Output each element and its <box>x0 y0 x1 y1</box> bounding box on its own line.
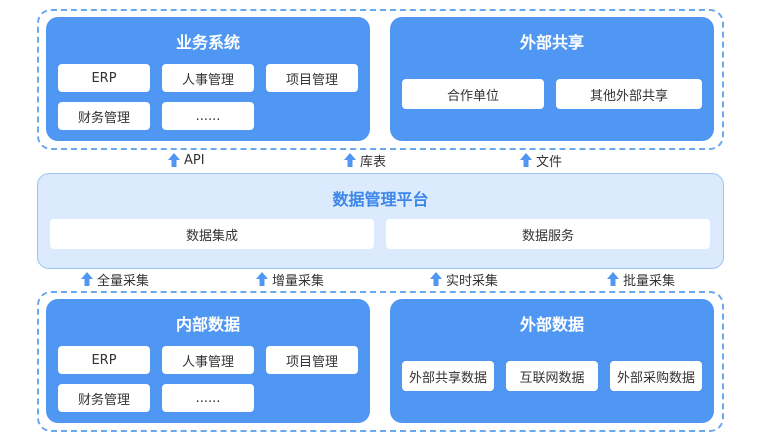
chip-erp: ERP <box>58 346 150 374</box>
chip-more: ...... <box>162 102 254 130</box>
flow-realtime-collect: 实时采集 <box>429 270 499 289</box>
flow-label-file: 文件 <box>536 154 563 170</box>
flow-table: 库表 <box>343 151 387 170</box>
top-group <box>37 9 724 150</box>
chip-hr: 人事管理 <box>162 346 254 374</box>
flow-batch-collect: 批量采集 <box>606 270 676 289</box>
arrow-up-icon <box>81 272 93 286</box>
chip-finance: 财务管理 <box>58 102 150 130</box>
arrow-up-icon <box>344 153 356 167</box>
chip-project: 项目管理 <box>266 346 358 374</box>
chip-finance: 财务管理 <box>58 384 150 412</box>
flow-label-incremental: 增量采集 <box>272 273 325 289</box>
external-data-panel: 外部数据 外部共享数据 互联网数据 外部采购数据 <box>390 299 714 423</box>
internal-data-panel: 内部数据 ERP 人事管理 项目管理 财务管理 ...... <box>46 299 370 423</box>
internal-data-title: 内部数据 <box>175 315 240 334</box>
flow-full-collect: 全量采集 <box>80 270 150 289</box>
arrow-up-icon <box>520 153 532 167</box>
arrow-up-icon <box>256 272 268 286</box>
flow-label-full: 全量采集 <box>97 273 150 289</box>
external-data-title: 外部数据 <box>519 315 584 334</box>
chip-other-share: 其他外部共享 <box>556 79 702 109</box>
chip-data-integration: 数据集成 <box>50 219 374 249</box>
arrow-up-icon <box>168 153 180 167</box>
data-management-platform: 数据管理平台 数据集成 数据服务 <box>37 173 724 269</box>
flow-file: 文件 <box>519 151 563 170</box>
flow-label-api: API <box>184 152 205 168</box>
platform-title: 数据管理平台 <box>332 190 429 209</box>
flow-label-batch: 批量采集 <box>623 273 676 289</box>
chip-internet-data: 互联网数据 <box>506 361 598 391</box>
arrow-up-icon <box>430 272 442 286</box>
chip-project: 项目管理 <box>266 64 358 92</box>
flow-label-realtime: 实时采集 <box>446 273 499 289</box>
chip-data-service: 数据服务 <box>386 219 710 249</box>
chip-hr: 人事管理 <box>162 64 254 92</box>
bottom-group <box>37 291 724 432</box>
flow-label-table: 库表 <box>360 154 387 170</box>
chip-more: ...... <box>162 384 254 412</box>
chip-partner: 合作单位 <box>402 79 544 109</box>
flow-api: API <box>167 151 205 169</box>
business-system-panel: 业务系统 ERP 人事管理 项目管理 财务管理 ...... <box>46 17 370 141</box>
business-system-title: 业务系统 <box>175 33 240 52</box>
chip-purchased-data: 外部采购数据 <box>610 361 702 391</box>
chip-erp: ERP <box>58 64 150 92</box>
external-share-title: 外部共享 <box>519 33 584 52</box>
flow-incremental-collect: 增量采集 <box>255 270 325 289</box>
arrow-up-icon <box>607 272 619 286</box>
external-share-panel: 外部共享 合作单位 其他外部共享 <box>390 17 714 141</box>
chip-external-share-data: 外部共享数据 <box>402 361 494 391</box>
